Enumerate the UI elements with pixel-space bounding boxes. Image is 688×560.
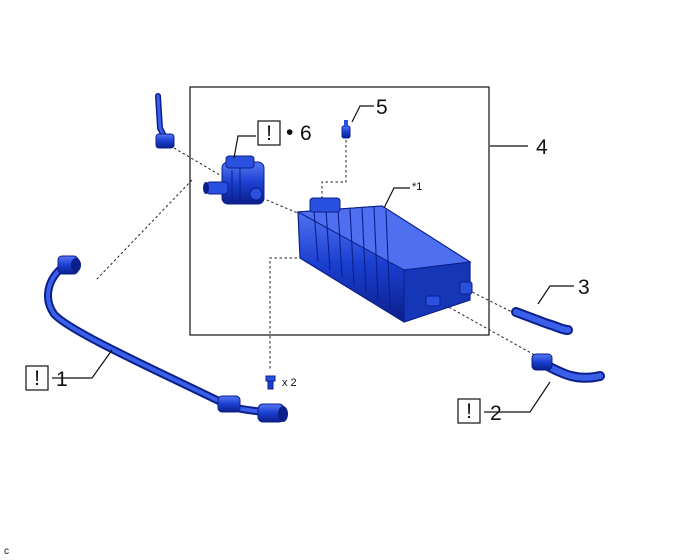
label-6: 6 <box>300 122 312 145</box>
hose-part-2 <box>531 353 605 383</box>
bullet-dot: • <box>286 121 293 144</box>
hose-part-3 <box>511 307 573 335</box>
callout-2: ! 2 <box>457 398 502 425</box>
top-left-hose <box>155 93 175 149</box>
bolt <box>265 375 276 390</box>
leader-lines <box>52 105 574 413</box>
alert-icon: ! <box>266 122 272 145</box>
alert-icon: ! <box>466 400 472 423</box>
callout-6: ! • 6 <box>257 120 312 146</box>
label-2: 2 <box>490 402 502 425</box>
label-5: 5 <box>376 96 388 119</box>
alert-icon: ! <box>34 367 40 390</box>
footer-code: c <box>4 546 9 557</box>
callout-1: ! 1 <box>25 365 68 391</box>
vent-hose-part-1 <box>44 255 288 423</box>
bolt-quantity: x 2 <box>282 377 297 389</box>
label-1: 1 <box>56 368 68 391</box>
vsv-valve-part-6 <box>203 155 265 205</box>
sensor-part-5 <box>341 120 351 139</box>
assembly-frame <box>189 86 490 336</box>
charcoal-canister <box>296 197 473 323</box>
label-4: 4 <box>536 136 548 159</box>
label-3: 3 <box>578 276 590 299</box>
note-star-1: *1 <box>412 181 422 193</box>
